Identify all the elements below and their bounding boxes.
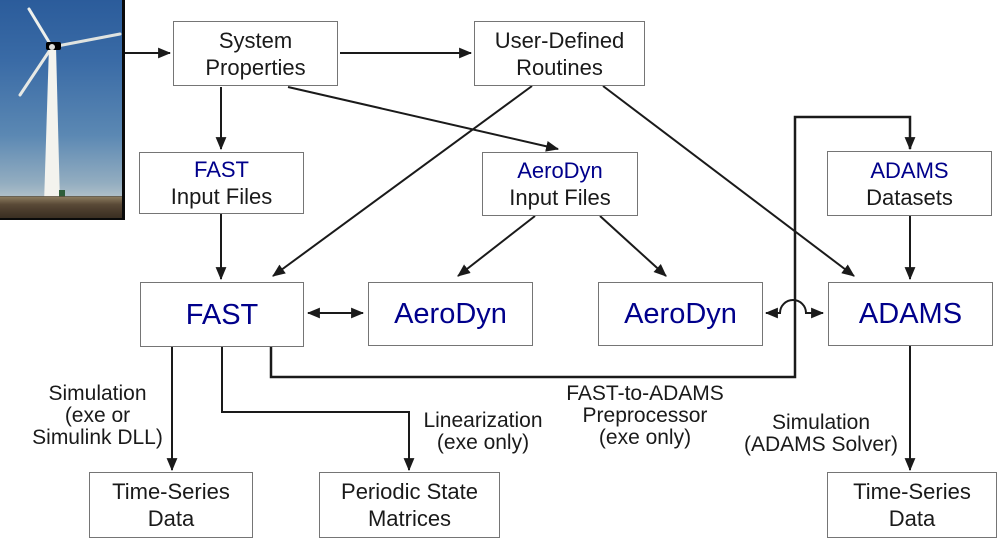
box-adams-datasets-line2: Datasets [866,184,953,210]
box-fast-input-files-line2: Input Files [170,184,273,209]
wind-turbine-graphic [18,7,122,204]
box-system-properties-label: System Properties [205,27,306,80]
box-adams-label: ADAMS [858,298,963,330]
box-system-properties: System Properties [173,21,338,86]
box-aerodyn-left: AeroDyn [368,282,533,346]
box-adams-datasets: ADAMS Datasets [827,151,992,216]
box-periodic-state-matrices: Periodic State Matrices [319,472,500,538]
base-shed [59,190,65,198]
label-simulation-exe: Simulation (exe or Simulink DLL) [32,382,163,449]
arrow-fast-preprocessor-to-adams-datasets [269,115,916,379]
arrow-user-defined-routines-to-adams [602,85,855,277]
box-adams-datasets-line1: ADAMS [870,157,949,183]
box-user-defined-routines: User-Defined Routines [474,21,645,86]
box-aerodyn-input-files-line2: Input Files [509,185,611,210]
arrow-system-properties-to-aerodyn-input-files [287,86,560,152]
box-fast-label: FAST [185,298,259,331]
arrow-fast-to-periodic-state-matrices [221,347,415,472]
turbine-blade-right [50,32,122,49]
box-aerodyn-input-files: AeroDyn Input Files [482,152,638,216]
label-simulation-adams-solver: Simulation (ADAMS Solver) [743,411,899,456]
wind-turbine-photo [0,0,125,220]
label-linearization: Linearization (exe only) [423,409,543,454]
box-time-series-left: Time-Series Data [89,472,253,538]
arrow-aerodyn-input-files-to-aerodyn-right [599,215,667,277]
box-adams: ADAMS [828,282,993,346]
box-fast: FAST [140,282,304,347]
turbine-blade-left [18,45,54,97]
label-fast-to-adams-preprocessor: FAST-to-ADAMS Preprocessor (exe only) [566,382,724,449]
arrow-aerodyn-adams-bidirectional-hop [764,299,825,319]
turbine-hub [49,44,55,50]
turbine-blade-up [27,7,54,49]
box-aerodyn-right-label: AeroDyn [624,298,737,330]
ground-field [0,197,122,218]
box-time-series-left-label: Time-Series Data [112,479,230,531]
arrow-aerodyn-input-files-to-aerodyn-left [457,215,536,277]
turbine-tower [44,46,60,204]
box-fast-input-files: FAST Input Files [139,152,304,214]
box-time-series-right-label: Time-Series Data [853,479,971,531]
box-fast-input-files-line1: FAST [193,157,249,182]
box-aerodyn-input-files-line1: AeroDyn [517,158,603,183]
box-aerodyn-right: AeroDyn [598,282,763,346]
box-aerodyn-left-label: AeroDyn [394,298,507,330]
box-user-defined-routines-label: User-Defined Routines [494,27,625,80]
arrow-user-defined-routines-to-fast [272,85,533,277]
box-periodic-state-matrices-label: Periodic State Matrices [341,479,478,531]
box-time-series-right: Time-Series Data [827,472,997,538]
